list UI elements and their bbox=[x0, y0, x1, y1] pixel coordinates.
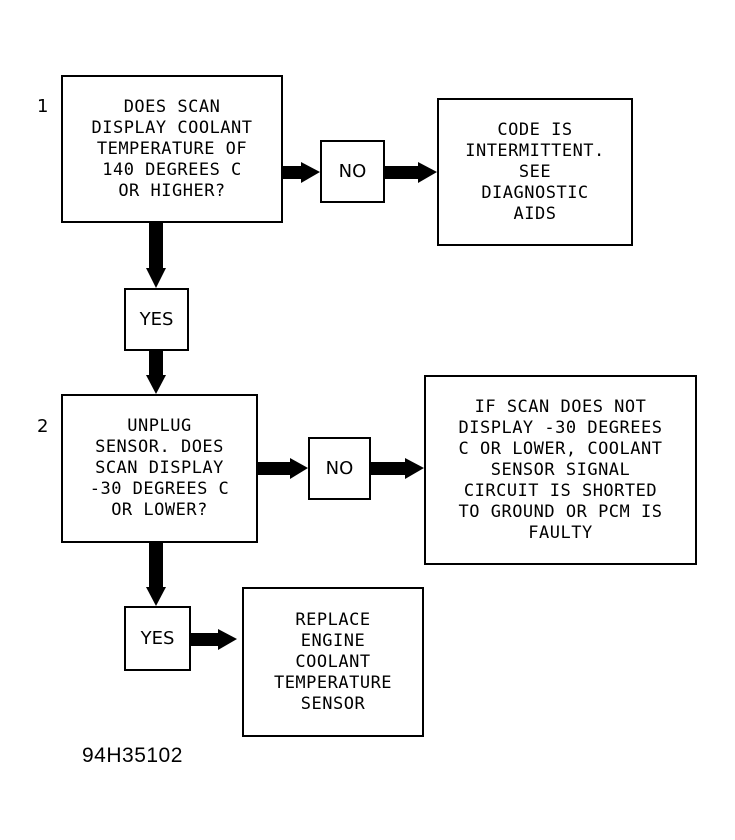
connector-q1-to-no1 bbox=[281, 166, 303, 179]
step-1-no-label: NO bbox=[320, 140, 385, 203]
arrowhead-no2-to-result2 bbox=[405, 458, 424, 479]
step-1-question-box: DOES SCAN DISPLAY COOLANT TEMPERATURE OF… bbox=[61, 75, 283, 223]
arrowhead-q1-to-no1 bbox=[301, 162, 320, 183]
connector-q2-to-no2 bbox=[256, 462, 292, 475]
step-2-no-label: NO bbox=[308, 437, 371, 500]
connector-yes2-to-result bbox=[190, 633, 220, 646]
step-2-number: 2 bbox=[37, 416, 49, 437]
connector-no2-to-result2 bbox=[370, 462, 407, 475]
step-2-question-box: UNPLUG SENSOR. DOES SCAN DISPLAY -30 DEG… bbox=[61, 394, 258, 543]
connector-q1-to-yes1 bbox=[149, 222, 163, 270]
step-2-yes-label: YES bbox=[124, 606, 191, 671]
figure-id: 94H35102 bbox=[82, 744, 183, 767]
step-1-number: 1 bbox=[37, 96, 49, 117]
connector-no1-to-result1 bbox=[383, 166, 420, 179]
arrowhead-yes1-to-q2 bbox=[146, 375, 166, 394]
connector-yes1-to-q2 bbox=[149, 350, 163, 377]
connector-q2-to-yes2 bbox=[149, 542, 163, 589]
step-2-no-result-box: IF SCAN DOES NOT DISPLAY -30 DEGREES C O… bbox=[424, 375, 697, 565]
replace-sensor-box: REPLACE ENGINE COOLANT TEMPERATURE SENSO… bbox=[242, 587, 424, 737]
step-1-no-result-box: CODE IS INTERMITTENT. SEE DIAGNOSTIC AID… bbox=[437, 98, 633, 246]
arrowhead-q2-to-no2 bbox=[290, 458, 308, 479]
arrowhead-q1-to-yes1 bbox=[146, 268, 166, 288]
arrowhead-q2-to-yes2 bbox=[146, 587, 166, 606]
arrowhead-no1-to-result1 bbox=[418, 162, 437, 183]
arrowhead-yes2-to-result bbox=[218, 629, 237, 650]
step-1-yes-label: YES bbox=[124, 288, 189, 351]
